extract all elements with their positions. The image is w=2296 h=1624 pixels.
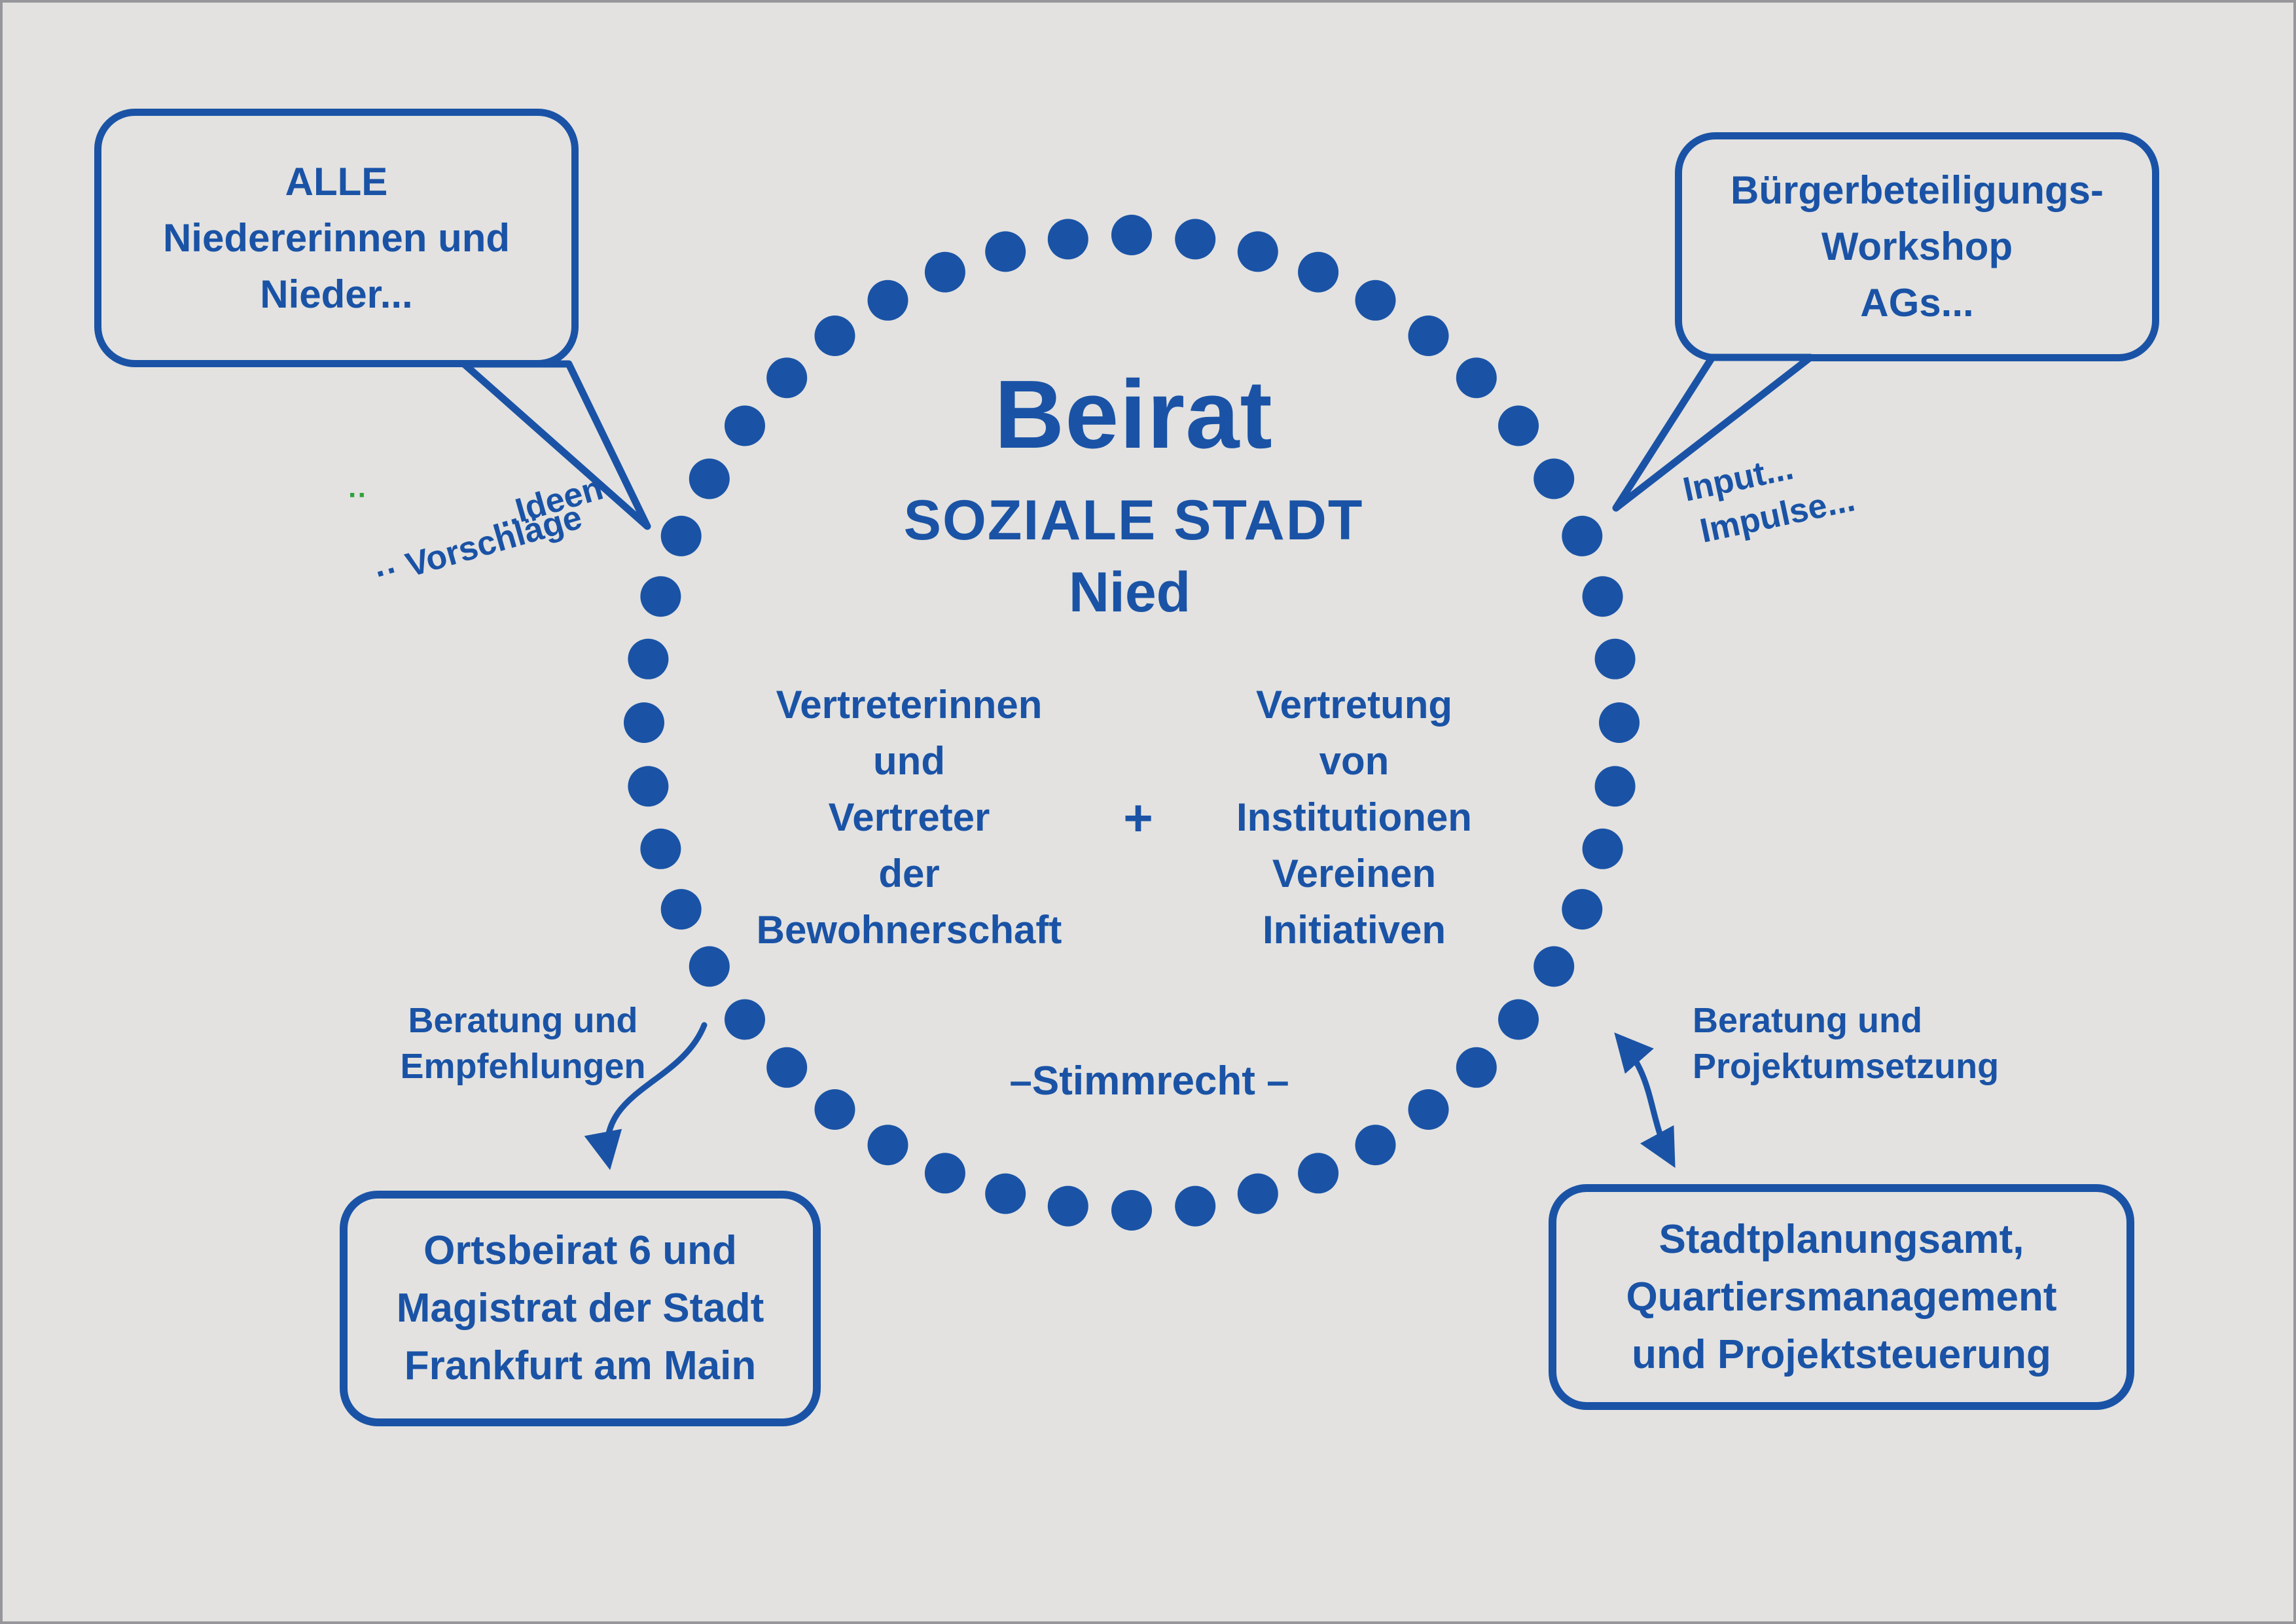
speech-bubble-top-left: ALLE Niedererinnen und Nieder... (94, 109, 579, 367)
bubble-top-right-line: Bürgerbeteiligungs- (1730, 168, 2104, 212)
right-column-line: Vertretung (1255, 683, 1453, 727)
right-column-institutionen: Vertretung von Institutionen Vereinen In… (1200, 677, 1508, 958)
left-column-line: Bewohnerschaft (756, 908, 1062, 952)
bubble-top-left-line: Niedererinnen und (162, 215, 511, 260)
left-column-line: Vertreter (828, 795, 990, 839)
box-ortsbeirat-line: Frankfurt am Main (404, 1343, 757, 1388)
box-stadtplanungsamt-line: Stadtplanungsamt, (1659, 1216, 2024, 1262)
right-column-line: Institutionen (1236, 795, 1472, 839)
beratung-empfehlungen-label: Beratung und Empfehlungen (386, 998, 660, 1089)
left-column-line: und (873, 739, 945, 783)
right-column-line: von (1319, 739, 1390, 783)
left-column-bewohnerschaft: Vertreterinnen und Vertreter der Bewohne… (726, 677, 1092, 958)
box-stadtplanungsamt-line: Quartiersmanagement (1626, 1274, 2057, 1320)
speech-bubble-top-right: Bürgerbeteiligungs- Workshop AGs... (1675, 132, 2159, 361)
beratung-projektumsetzung-line: Beratung und (1693, 1001, 1922, 1040)
bubble-top-right-line: Workshop (1821, 225, 2013, 268)
box-ortsbeirat-line: Magistrat der Stadt (396, 1286, 764, 1331)
beratung-empfehlungen-line: Beratung und (408, 1001, 638, 1040)
beratung-projektumsetzung-label: Beratung und Projektumsetzung (1693, 998, 1999, 1089)
double-arrow-stadtplanungsamt (1614, 1032, 1676, 1168)
green-dots-mark: ·· (348, 479, 368, 511)
left-column-line: Vertreterinnen (776, 683, 1043, 727)
box-stadtplanungsamt-line: und Projektsteuerung (1632, 1331, 2051, 1377)
bubble-top-right-line: AGs... (1860, 281, 1974, 325)
beratung-empfehlungen-line: Empfehlungen (400, 1047, 646, 1086)
left-column-line: der (878, 852, 940, 895)
right-column-line: Initiativen (1262, 908, 1446, 952)
box-ortsbeirat-line: Ortsbeirat 6 und (423, 1228, 737, 1273)
circle-title: Beirat (994, 361, 1273, 469)
circle-subtitle: SOZIALE STADT (903, 489, 1364, 552)
box-ortsbeirat: Ortsbeirat 6 und Magistrat der Stadt Fra… (340, 1191, 821, 1426)
bubble-top-left-line: Nieder... (260, 272, 413, 316)
right-column-line: Vereinen (1272, 852, 1437, 895)
circle-columns: Vertreterinnen und Vertreter der Bewohne… (726, 677, 1508, 958)
vorschlaege-label: ·· Vorschläge (370, 498, 586, 594)
beratung-projektumsetzung-line: Projektumsetzung (1693, 1047, 2000, 1086)
circle-subtitle2: Nied (1068, 561, 1191, 624)
plus-sign: + (1123, 788, 1153, 846)
stimmrecht-label: –Stimmrecht – (1009, 1058, 1289, 1104)
box-stadtplanungsamt: Stadtplanungsamt, Quartiersmanagement un… (1549, 1184, 2134, 1410)
bubble-top-left-line: ALLE (285, 159, 388, 204)
